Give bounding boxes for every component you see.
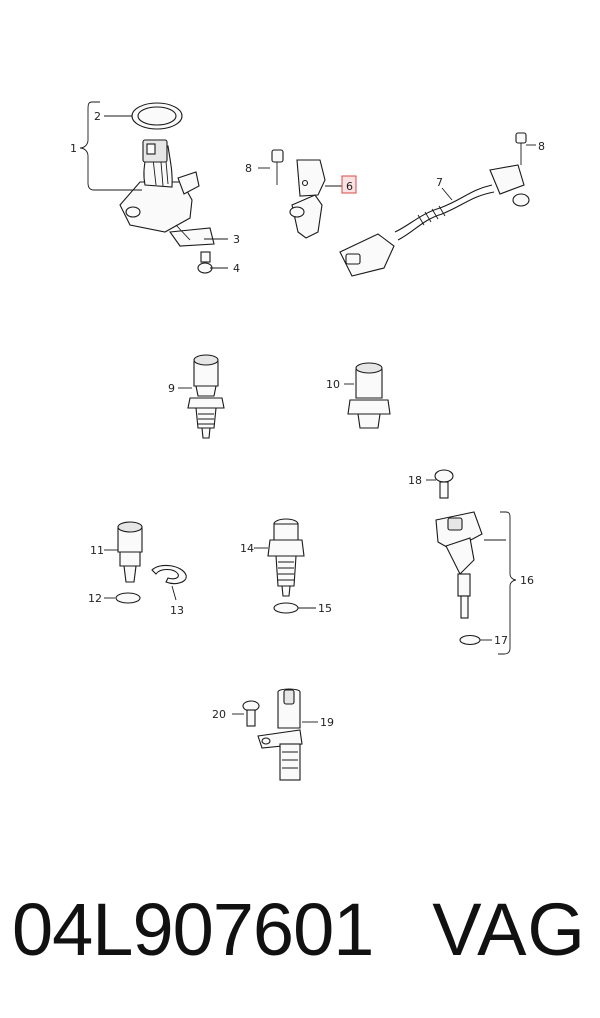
callout-15: 15 [318,602,332,615]
callout-3: 3 [233,233,240,246]
temperature-sender-14[interactable] [267,518,305,614]
callout-2: 2 [94,110,101,123]
callout-12: 12 [88,592,102,605]
parts-diagram: 1 2 3 4 8 6 7 8 9 [70,101,545,781]
callout-17: 17 [494,634,508,647]
oil-level-sensor[interactable] [119,102,215,274]
pressure-switch-10[interactable] [347,362,391,429]
callout-16: 16 [520,574,534,587]
callout-8-right: 8 [538,140,545,153]
harness-sensor[interactable] [339,132,530,277]
callout-19: 19 [320,716,334,729]
solenoid-valve-19[interactable] [242,688,303,781]
callout-13: 13 [170,604,184,617]
temperature-sender-9[interactable] [187,354,225,439]
footer: 04L907601 VAG [0,880,600,980]
callout-14: 14 [240,542,254,555]
callout-20: 20 [212,708,226,721]
callout-6: 6 [346,180,353,193]
callout-9: 9 [168,382,175,395]
callout-8-left: 8 [245,162,252,175]
temperature-sender-11[interactable] [115,521,187,604]
callout-7: 7 [436,176,443,189]
sensor-16[interactable] [434,469,483,646]
highlight-callout-6 [341,175,357,194]
callout-18: 18 [408,474,422,487]
part-number: 04L907601 [12,888,374,971]
callout-1: 1 [70,142,77,155]
callout-4: 4 [233,262,240,275]
brand: VAG [432,888,586,971]
callout-10: 10 [326,378,340,391]
speed-sensor[interactable] [271,149,326,239]
callout-11: 11 [90,544,104,557]
